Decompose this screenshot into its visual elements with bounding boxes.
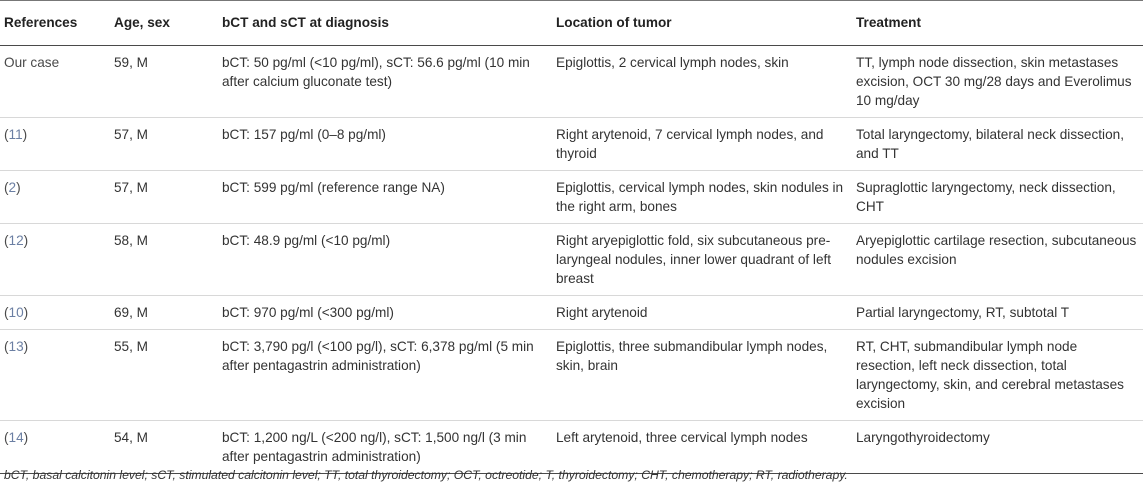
reference-link[interactable]: 13: [8, 338, 24, 354]
table-header-row: References Age, sex bCT and sCT at diagn…: [0, 1, 1143, 46]
cell-ct-at-diagnosis: bCT: 3,790 pg/l (<100 pg/l), sCT: 6,378 …: [218, 329, 552, 421]
header-references: References: [0, 1, 110, 46]
cell-age-sex: 54, M: [110, 420, 218, 474]
cell-reference[interactable]: (14): [0, 420, 110, 474]
cell-location: Epiglottis, three submandibular lymph no…: [552, 329, 852, 421]
cell-location: Epiglottis, cervical lymph nodes, skin n…: [552, 170, 852, 224]
cell-treatment: Laryngothyroidectomy: [852, 420, 1143, 474]
cell-ct-at-diagnosis: bCT: 157 pg/ml (0–8 pg/ml): [218, 117, 552, 171]
cell-reference[interactable]: (10): [0, 295, 110, 330]
cell-reference[interactable]: (2): [0, 170, 110, 224]
cell-treatment: Total laryngectomy, bilateral neck disse…: [852, 117, 1143, 171]
case-comparison-table: References Age, sex bCT and sCT at diagn…: [0, 0, 1143, 474]
cell-age-sex: 59, M: [110, 45, 218, 118]
cell-age-sex: 57, M: [110, 170, 218, 224]
cell-ct-at-diagnosis: bCT: 970 pg/ml (<300 pg/ml): [218, 295, 552, 330]
cell-ct-at-diagnosis: bCT: 50 pg/ml (<10 pg/ml), sCT: 56.6 pg/…: [218, 45, 552, 118]
cell-reference[interactable]: (13): [0, 329, 110, 421]
cell-age-sex: 69, M: [110, 295, 218, 330]
cell-age-sex: 57, M: [110, 117, 218, 171]
table-footnote: bCT, basal calcitonin level; sCT, stimul…: [4, 468, 848, 482]
cell-treatment: RT, CHT, submandibular lymph node resect…: [852, 329, 1143, 421]
cell-ct-at-diagnosis: bCT: 48.9 pg/ml (<10 pg/ml): [218, 223, 552, 296]
cell-reference[interactable]: (11): [0, 117, 110, 171]
cell-treatment: Supraglottic laryngectomy, neck dissecti…: [852, 170, 1143, 224]
cell-treatment: TT, lymph node dissection, skin metastas…: [852, 45, 1143, 118]
cell-age-sex: 58, M: [110, 223, 218, 296]
cell-location: Right arytenoid: [552, 295, 852, 330]
header-treatment: Treatment: [852, 1, 1143, 46]
cell-location: Right arytenoid, 7 cervical lymph nodes,…: [552, 117, 852, 171]
cell-treatment: Partial laryngectomy, RT, subtotal T: [852, 295, 1143, 330]
reference-link[interactable]: 14: [8, 429, 24, 445]
reference-link[interactable]: 12: [8, 232, 24, 248]
reference-link[interactable]: 10: [8, 304, 24, 320]
cell-ct-at-diagnosis: bCT: 1,200 ng/L (<200 ng/l), sCT: 1,500 …: [218, 420, 552, 474]
header-ct-at-diagnosis: bCT and sCT at diagnosis: [218, 1, 552, 46]
cell-location: Epiglottis, 2 cervical lymph nodes, skin: [552, 45, 852, 118]
reference-link[interactable]: 11: [8, 126, 23, 142]
cell-treatment: Aryepiglottic cartilage resection, subcu…: [852, 223, 1143, 296]
cell-ct-at-diagnosis: bCT: 599 pg/ml (reference range NA): [218, 170, 552, 224]
table-top-rule: [0, 0, 1143, 1]
cell-age-sex: 55, M: [110, 329, 218, 421]
cell-reference: Our case: [0, 45, 110, 118]
cell-reference[interactable]: (12): [0, 223, 110, 296]
cell-location: Left arytenoid, three cervical lymph nod…: [552, 420, 852, 474]
cell-location: Right aryepiglottic fold, six subcutaneo…: [552, 223, 852, 296]
header-location: Location of tumor: [552, 1, 852, 46]
header-age-sex: Age, sex: [110, 1, 218, 46]
reference-link[interactable]: 2: [8, 179, 17, 195]
